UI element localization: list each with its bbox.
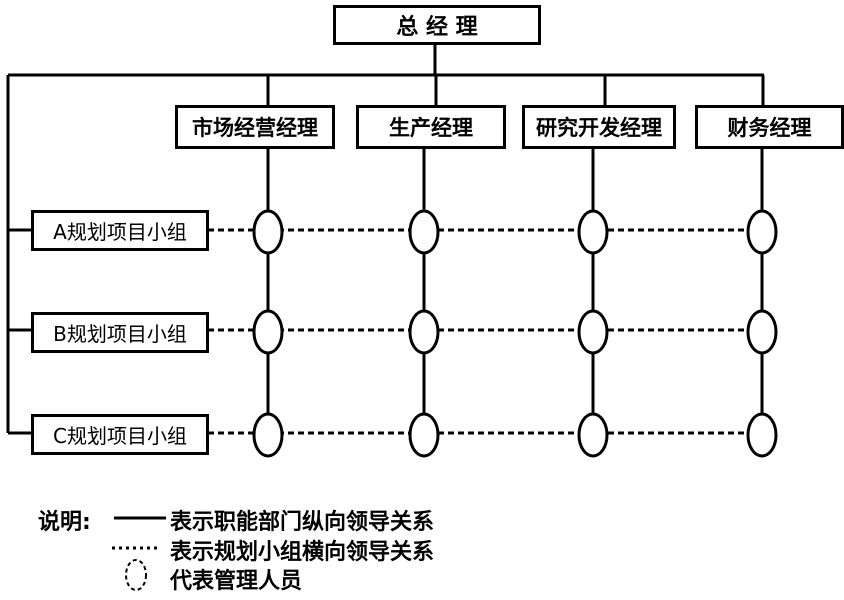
manager-node [746, 309, 778, 355]
manager-label: 研究开发经理 [536, 116, 662, 140]
manager-node [577, 209, 609, 255]
legend-circle-text: 代表管理人员 [170, 569, 303, 594]
legend-solid-text: 表示职能部门纵向领导关系 [170, 510, 435, 535]
legend-dotted-text: 表示规划小组横向领导关系 [170, 540, 435, 565]
group-box-b: B规划项目小组 [31, 312, 209, 353]
manager-node [252, 412, 284, 458]
group-label: C规划项目小组 [53, 424, 187, 448]
manager-node [252, 309, 284, 355]
group-box-c: C规划项目小组 [31, 414, 209, 455]
group-label: A规划项目小组 [53, 220, 187, 244]
manager-node [577, 412, 609, 458]
manager-node [746, 412, 778, 458]
manager-box-production: 生产经理 [356, 105, 506, 149]
group-box-a: A规划项目小组 [31, 210, 209, 251]
manager-node [408, 412, 440, 458]
legend-circle-icon [125, 559, 147, 591]
manager-node [408, 209, 440, 255]
manager-box-rnd: 研究开发经理 [522, 105, 676, 149]
manager-node [408, 309, 440, 355]
general-manager-box: 总 经 理 [333, 5, 541, 45]
manager-node [577, 309, 609, 355]
manager-label: 市场经营经理 [192, 116, 318, 140]
legend-title: 说明: [38, 510, 91, 535]
manager-box-finance: 财务经理 [695, 105, 844, 149]
manager-box-marketing: 市场经营经理 [175, 105, 335, 149]
manager-nodes [252, 209, 778, 458]
manager-node [746, 209, 778, 255]
manager-node [252, 209, 284, 255]
manager-label: 生产经理 [389, 116, 473, 140]
general-manager-label: 总 经 理 [396, 15, 478, 40]
group-label: B规划项目小组 [53, 322, 187, 346]
manager-label: 财务经理 [727, 116, 812, 140]
